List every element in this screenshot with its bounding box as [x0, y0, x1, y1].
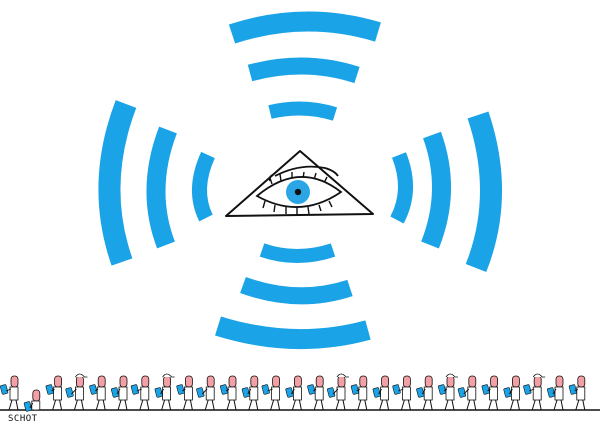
eyebrow	[274, 165, 339, 177]
walking-person	[392, 375, 411, 411]
walking-person	[481, 375, 499, 411]
walking-person	[416, 375, 433, 411]
walking-person	[547, 375, 564, 411]
signal-arc-right-middle	[421, 131, 452, 249]
artist-signature: SCHOT	[8, 414, 38, 424]
signal-arcs	[98, 11, 502, 350]
walking-person	[241, 375, 259, 411]
walking-person	[307, 375, 324, 411]
signal-arc-right-inner	[390, 152, 414, 224]
walking-person	[65, 373, 88, 411]
signal-arc-left-inner	[191, 151, 215, 222]
signal-arc-left-middle	[146, 126, 177, 249]
walking-person	[176, 375, 193, 411]
crowd	[0, 373, 586, 412]
walking-person	[0, 375, 19, 411]
signal-arc-right-outer	[465, 111, 502, 273]
walking-person	[111, 375, 128, 411]
all-seeing-eye-icon	[225, 150, 374, 217]
walking-person	[45, 375, 63, 411]
walking-person	[220, 375, 237, 411]
walking-person	[438, 373, 458, 411]
walking-person	[130, 375, 150, 411]
walking-person	[261, 375, 281, 411]
pupil	[294, 188, 302, 196]
walking-person	[350, 375, 368, 411]
walking-person	[457, 375, 477, 411]
signal-arc-bottom-middle	[240, 276, 353, 305]
walking-person	[154, 373, 175, 411]
walking-person	[196, 375, 215, 411]
signal-arc-bottom-outer	[215, 316, 371, 350]
walking-person	[23, 389, 41, 412]
signal-arc-top-outer	[228, 11, 381, 44]
eyebrow-2	[268, 174, 273, 182]
walking-person	[285, 375, 302, 411]
signal-arc-bottom-inner	[259, 243, 336, 263]
signal-arc-top-middle	[247, 57, 360, 84]
walking-person	[327, 373, 349, 411]
walking-person	[568, 375, 586, 411]
walking-person	[523, 373, 546, 411]
walking-person	[372, 375, 390, 411]
walking-person	[89, 375, 106, 411]
walking-person	[503, 375, 520, 411]
signal-arc-left-outer	[98, 100, 137, 266]
signal-arc-top-inner	[268, 101, 338, 121]
lower-lashes	[262, 200, 333, 215]
